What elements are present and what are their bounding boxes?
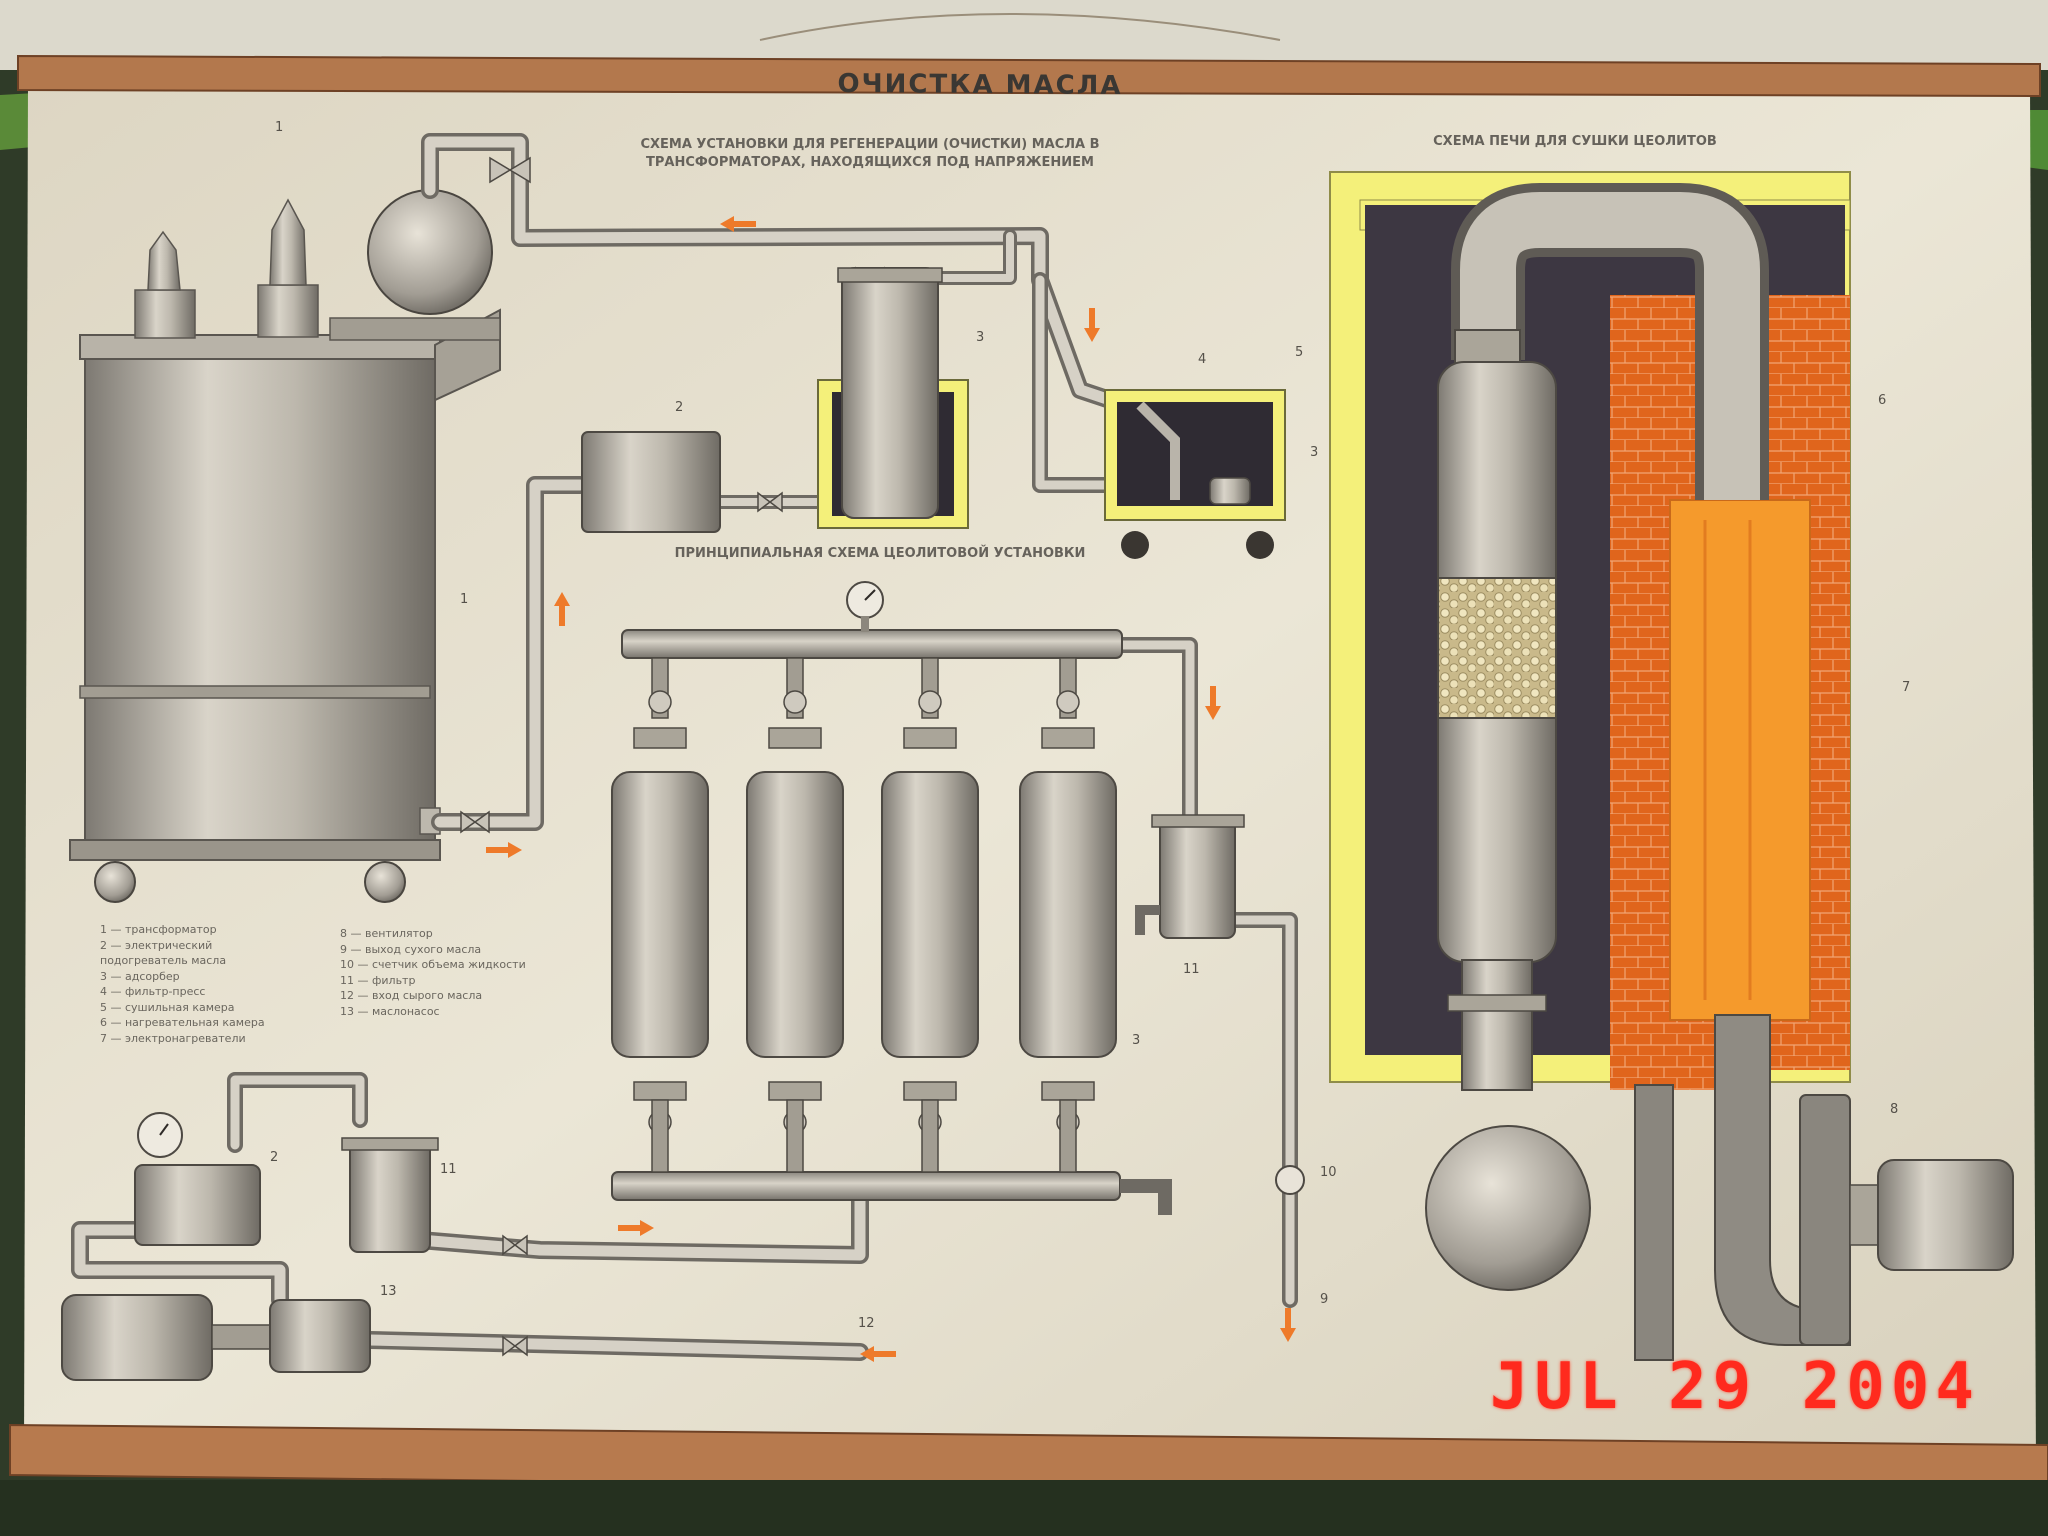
flow-arrow [1205, 686, 1221, 720]
callout-4: 4 [1198, 352, 1207, 367]
callout-1: 1 [460, 592, 469, 607]
adsorber-column [746, 657, 844, 1173]
subtitle-main: СХЕМА УСТАНОВКИ ДЛЯ РЕГЕНЕРАЦИИ (ОЧИСТКИ… [640, 137, 1100, 170]
legend-item: 7 — электронагреватели [100, 1031, 246, 1045]
zeolite-oven [1329, 171, 2014, 1361]
legend-item: подогреватель масла [100, 954, 227, 967]
adsorber-columns [611, 657, 1117, 1173]
flow-arrow [860, 1346, 896, 1362]
legend-item: 11 — фильтр [340, 973, 416, 987]
subtitle-oven: СХЕМА ПЕЧИ ДЛЯ СУШКИ ЦЕОЛИТОВ [1433, 134, 1717, 149]
callout-11b: 11 [440, 1162, 457, 1177]
bottom-wooden-rail [9, 1423, 2048, 1500]
callout-12: 12 [858, 1316, 875, 1331]
callout-7: 7 [1902, 680, 1911, 695]
callout-2a: 2 [675, 400, 684, 415]
legend-left: 1 — трансформатор 2 — электрический подогр… [100, 922, 265, 1046]
flow-arrow [1084, 308, 1100, 342]
adsorber-column [881, 657, 979, 1173]
flow-meter [1275, 1165, 1305, 1195]
callout-6: 6 [1878, 393, 1887, 408]
callout-3c: 3 [1310, 445, 1319, 460]
legend-item: 8 — вентилятор [340, 927, 433, 940]
callout-5: 5 [1295, 345, 1304, 360]
flow-arrow [720, 216, 756, 232]
oil-heater-box [581, 431, 721, 533]
legend-item: 6 — нагревательная камера [100, 1016, 265, 1029]
subtitle-zeolite: ПРИНЦИПИАЛЬНАЯ СХЕМА ЦЕОЛИТОВОЙ УСТАНОВК… [674, 546, 1086, 561]
date-stamp: JUL 29 2004 [1490, 1350, 1980, 1424]
callout-9: 9 [1320, 1292, 1329, 1307]
legend-item: 13 — маслонасос [340, 1004, 440, 1018]
adsorber-small [817, 267, 969, 529]
callout-3a: 3 [976, 330, 985, 345]
callout-10: 10 [1320, 1165, 1337, 1180]
legend-item: 10 — счетчик объема жидкости [340, 958, 526, 971]
legend-item: 9 — выход сухого масла [340, 942, 482, 956]
filter-right [1135, 814, 1245, 939]
callout-8: 8 [1890, 1102, 1899, 1117]
transformer [69, 189, 501, 903]
callout-13: 13 [380, 1284, 397, 1299]
flow-arrow [486, 842, 522, 858]
flow-arrows [486, 216, 1296, 1362]
callout-3b: 3 [1132, 1033, 1141, 1048]
flow-arrow [618, 1220, 654, 1236]
legend-item: 4 — фильтр-пресс [100, 985, 206, 998]
filter-press [1104, 389, 1286, 559]
legend-item: 3 — адсорбер [100, 969, 180, 983]
flow-arrow [1280, 1308, 1296, 1342]
legend-item: 12 — вход сырого масла [340, 989, 483, 1002]
floor-strip [0, 1480, 2048, 1536]
top-wooden-rail [17, 54, 2041, 98]
legend-item: 2 — электрический [100, 938, 213, 952]
legend-item: 1 — трансформатор [100, 923, 217, 936]
pipe-network [71, 133, 1298, 1361]
zeolite-unit [611, 581, 1172, 1215]
callout-2b: 2 [270, 1150, 279, 1165]
pump-assembly [61, 1112, 439, 1381]
adsorber-column [1019, 657, 1117, 1173]
adsorber-column [611, 657, 709, 1173]
callout-11a: 11 [1183, 962, 1200, 977]
hanging-string [759, 13, 1281, 41]
flow-arrow [554, 592, 570, 626]
legend-item: 5 — сушильная камера [100, 1000, 235, 1014]
legend-right: 8 — вентилятор 9 — выход сухого масла 10 —… [340, 926, 526, 1019]
callout-1b: 1 [275, 120, 284, 135]
